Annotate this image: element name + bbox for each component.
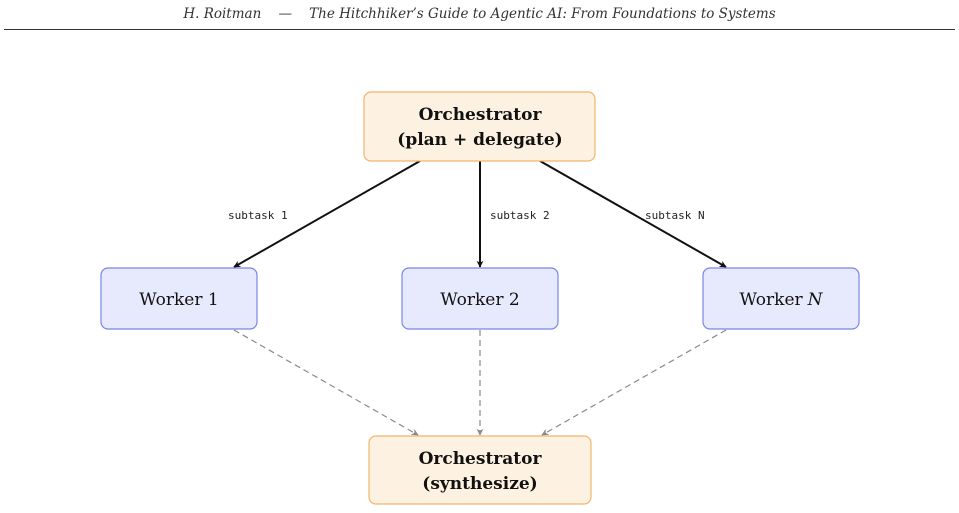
header-book-title: The Hitchhiker’s Guide to Agentic AI: Fr…: [309, 6, 776, 22]
orchestrator-plan-title: Orchestrator: [419, 105, 543, 125]
worker-1-box: [100, 267, 258, 330]
orchestrator-synthesize-box: [368, 435, 592, 505]
worker-2-node: Worker 2: [401, 267, 559, 330]
edge-label-subtask-n: subtask N: [645, 209, 705, 222]
worker-2-box: [401, 267, 559, 330]
header-rule: [4, 29, 955, 30]
dashed-arrow-worker-1-to-synthesizer: [233, 329, 419, 436]
arrow-orchestrator-to-worker-n: [539, 160, 727, 268]
worker-1-label: Worker 1: [139, 290, 218, 310]
orchestrator-plan-box: [363, 91, 596, 162]
edge-label-subtask-2: subtask 2: [490, 209, 550, 222]
orchestrator-synthesize-title: Orchestrator: [419, 449, 543, 469]
orchestrator-synthesize-node: Orchestrator (synthesize): [368, 435, 592, 505]
edge-label-subtask-1: subtask 1: [228, 209, 288, 222]
running-header: H. Roitman — The Hitchhiker’s Guide to A…: [0, 6, 959, 22]
worker-2-label: Worker 2: [440, 290, 519, 310]
worker-n-label-prefix: Worker: [739, 290, 803, 310]
header-author: H. Roitman: [183, 6, 262, 22]
dashed-arrow-worker-n-to-synthesizer: [541, 329, 727, 436]
worker-n-box: [702, 267, 860, 330]
worker-n-label-variable: N: [807, 290, 824, 310]
worker-1-node: Worker 1: [100, 267, 258, 330]
orchestrator-plan-subtitle: (plan + delegate): [397, 130, 562, 150]
orchestrator-synthesize-subtitle: (synthesize): [422, 474, 537, 494]
orchestrator-plan-node: Orchestrator (plan + delegate): [363, 91, 596, 162]
arrow-orchestrator-to-worker-1: [233, 160, 421, 268]
header-separator: —: [278, 6, 292, 22]
